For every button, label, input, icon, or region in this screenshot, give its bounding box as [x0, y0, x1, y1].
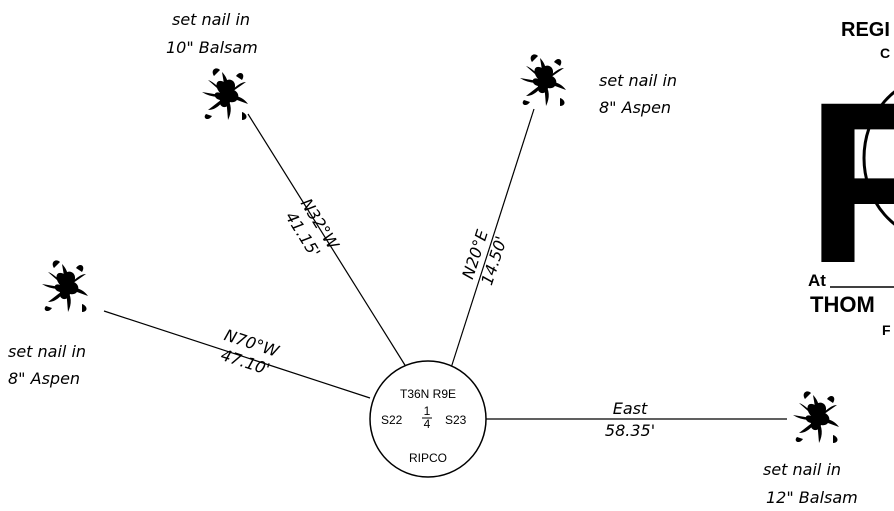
tie-line-ne-aspen: [450, 108, 535, 369]
tree-label-w-line2: 8" Aspen: [8, 369, 80, 388]
tree-label-nw-line2: 10" Balsam: [166, 38, 258, 57]
bearing-label: East: [613, 399, 648, 418]
monument-township-range: T36N R9E: [400, 387, 456, 401]
tree-label-w-line1: set nail in: [8, 342, 86, 361]
logo-ring: [862, 90, 894, 226]
monument-left-section: S22: [381, 413, 403, 427]
tree-icon: [515, 53, 572, 110]
logo-bottom-text: THOM: [810, 292, 875, 317]
logo-bottom-sub: F: [882, 322, 891, 338]
corner-monument: T36N R9E S22 1 4 S23 RIPCO: [369, 360, 487, 478]
tree-icon: [788, 390, 845, 447]
tie-line-w-aspen: [103, 310, 371, 399]
logo-top-text: REGI: [841, 19, 890, 41]
logo-big-letter: F: [806, 54, 894, 311]
tree-label-e-line2: 12" Balsam: [766, 488, 858, 507]
monument-right-section: S23: [445, 413, 467, 427]
distance-label: 58.35': [605, 421, 655, 440]
logo-at-text: At: [808, 271, 826, 290]
logo: REGI C F At THOM F: [806, 19, 894, 338]
monument-fraction-top: 1: [424, 404, 431, 418]
tree-icon: [37, 259, 94, 316]
monument-agency: RIPCO: [409, 451, 447, 465]
logo-sub-text: C: [880, 45, 890, 61]
tree-label-ne-line1: set nail in: [599, 71, 677, 90]
tree-icon: [197, 67, 254, 124]
monument-fraction-bottom: 4: [424, 417, 431, 431]
tree-label-ne-line2: 8" Aspen: [599, 98, 671, 117]
tree-label-e-line1: set nail in: [763, 460, 841, 479]
monument-circle: [369, 360, 487, 478]
tree-label-nw-line1: set nail in: [172, 10, 250, 29]
tie-line-nw-balsam: [247, 113, 409, 371]
